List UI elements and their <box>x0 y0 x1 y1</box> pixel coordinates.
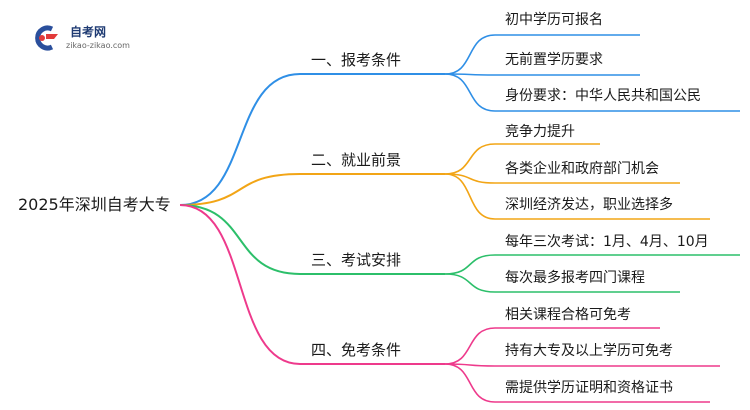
edge-root-employment <box>179 173 301 206</box>
edge-employment-leaf-3 <box>444 173 496 220</box>
edge-exemption-leaf-1 <box>444 327 496 365</box>
edge-registration-leaf-1 <box>444 34 496 75</box>
edge-root-registration <box>179 73 301 206</box>
leaf-registration-1: 初中学历可报名 <box>505 12 603 28</box>
edge-root-exemption <box>179 204 301 365</box>
edge-employment-leaf-1 <box>444 143 496 175</box>
leaf-exemption-1: 相关课程合格可免考 <box>505 307 631 323</box>
root-topic: 2025年深圳自考大专 <box>18 195 171 214</box>
logo-icon <box>35 25 58 51</box>
leaf-exam-1: 每年三次考试：1月、4月、10月 <box>505 234 709 250</box>
leaf-exemption-2: 持有大专及以上学历可免考 <box>505 343 673 359</box>
edge-exemption-leaf-3 <box>444 363 496 403</box>
edge-exam-leaf-2 <box>444 273 496 293</box>
leaf-exam-2: 每次最多报考四门课程 <box>505 270 645 286</box>
leaf-employment-1: 竞争力提升 <box>505 124 575 140</box>
logo-url: zikao-zikao.com <box>66 41 130 50</box>
edge-registration-leaf-2 <box>444 73 496 76</box>
leaf-registration-3: 身份要求：中华人民共和国公民 <box>505 88 701 104</box>
branch-exemption-label: 四、免考条件 <box>311 341 402 359</box>
edge-exemption-leaf-2 <box>444 363 496 367</box>
leaf-registration-2: 无前置学历要求 <box>505 52 603 68</box>
edge-exam-leaf-1 <box>444 254 496 275</box>
leaf-employment-3: 深圳经济发达，职业选择多 <box>505 197 673 213</box>
edge-registration-leaf-3 <box>444 73 496 112</box>
branch-employment-label: 二、就业前景 <box>311 151 402 169</box>
edge-root-exam <box>179 204 301 275</box>
branch-exam-schedule-label: 三、考试安排 <box>311 251 402 269</box>
branch-registration-label: 一、报考条件 <box>311 51 402 69</box>
leaf-employment-2: 各类企业和政府部门机会 <box>505 161 659 177</box>
logo-title: 自考网 <box>70 25 107 39</box>
leaf-exemption-3: 需提供学历证明和资格证书 <box>505 380 673 396</box>
